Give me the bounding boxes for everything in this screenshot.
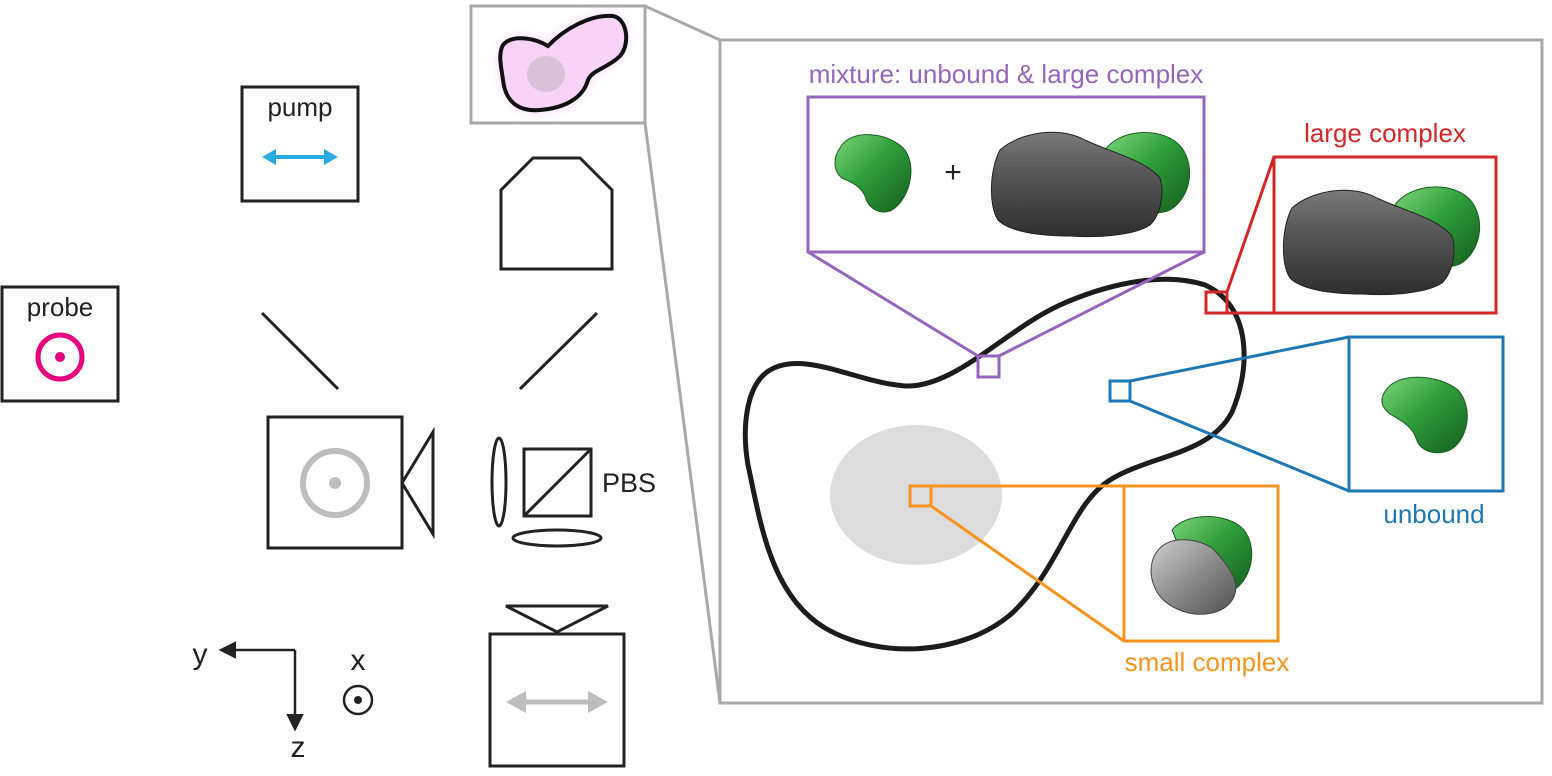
dot-in-circle-icon xyxy=(342,684,374,716)
zoom-panel xyxy=(718,38,1544,705)
gray-complex-icon xyxy=(990,131,1191,238)
cell-icon xyxy=(742,276,1247,652)
axis-x-label: x xyxy=(351,644,366,677)
lens-icon xyxy=(511,528,603,548)
small-complex-callout: small complex xyxy=(908,484,1290,677)
detector-icon xyxy=(488,604,626,768)
axis-y-label: y xyxy=(193,638,208,671)
gray-complex-icon xyxy=(1150,516,1253,615)
pump-label: pump xyxy=(267,92,332,122)
beam-splitter-icon xyxy=(522,447,593,518)
unbound-callout: unbound xyxy=(1108,335,1505,529)
objective-icon xyxy=(499,156,614,271)
mirror-icon xyxy=(518,311,599,391)
large-complex-callout: large complex xyxy=(1204,118,1498,315)
gray-complex-icon xyxy=(1282,186,1481,296)
camera-icon xyxy=(266,415,435,550)
unbound-label: unbound xyxy=(1383,499,1484,529)
mixture-callout: mixture: unbound & large complex + xyxy=(806,59,1206,379)
nucleus xyxy=(830,425,1002,565)
pump-box: pump xyxy=(240,85,360,203)
green-protein-icon xyxy=(1381,376,1468,454)
beam-splitter-assembly: PBS xyxy=(490,436,656,548)
double-arrow-icon xyxy=(262,149,338,165)
axes: y z x xyxy=(193,638,374,764)
sample-thumbnail xyxy=(469,4,647,125)
axis-z-label: z xyxy=(291,731,306,764)
plus-sign: + xyxy=(944,156,962,189)
lens-icon xyxy=(490,436,508,528)
green-protein-icon xyxy=(834,134,912,213)
cell-icon xyxy=(498,13,629,113)
pbs-label: PBS xyxy=(602,468,656,498)
dot-in-circle-icon xyxy=(35,332,85,382)
probe-box: probe xyxy=(0,285,120,403)
probe-label: probe xyxy=(27,292,94,322)
mirror-icon xyxy=(260,311,340,391)
small-complex-label: small complex xyxy=(1125,647,1290,677)
mixture-label: mixture: unbound & large complex xyxy=(809,59,1204,89)
large-complex-label: large complex xyxy=(1304,118,1466,148)
double-arrow-icon xyxy=(506,691,608,713)
